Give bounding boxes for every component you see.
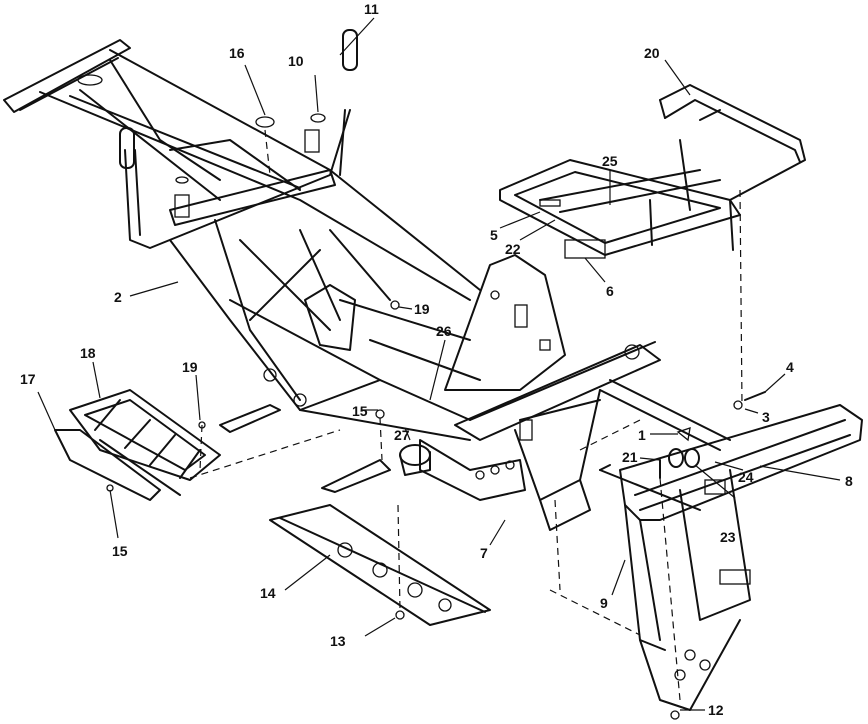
callout-20: 20 <box>644 45 660 61</box>
callout-7: 7 <box>480 545 488 561</box>
callout-6: 6 <box>606 283 614 299</box>
callout-2: 2 <box>114 289 122 305</box>
bolt-19-frame <box>390 300 400 310</box>
callout-26: 26 <box>436 323 452 339</box>
callout-23: 23 <box>720 529 736 545</box>
main-frame <box>3 39 731 531</box>
callout-24: 24 <box>738 469 754 485</box>
callout-17: 17 <box>20 371 36 387</box>
callout-11: 11 <box>364 1 379 17</box>
assembly-lines <box>189 129 743 701</box>
callout-15-frame: 15 <box>352 403 368 419</box>
callout-19-footrest: 19 <box>182 359 198 375</box>
callout-25: 25 <box>602 153 618 169</box>
callout-labels: 1 2 3 4 5 6 7 8 9 10 11 12 13 14 15 15 1… <box>20 1 853 718</box>
callout-10: 10 <box>288 53 304 69</box>
callout-14: 14 <box>260 585 276 601</box>
callout-12: 12 <box>708 702 724 718</box>
callout-4: 4 <box>786 359 794 375</box>
callout-19-frame: 19 <box>414 301 430 317</box>
callout-15-footrest: 15 <box>112 543 128 559</box>
bolt-15-frame <box>375 409 385 419</box>
callout-27: 27 <box>394 427 410 443</box>
grab-handle-assembly <box>119 29 358 249</box>
skid-plate <box>269 504 491 626</box>
nut-1 <box>676 427 691 442</box>
footrest-assembly <box>54 389 221 501</box>
callout-1: 1 <box>638 427 646 443</box>
callout-13: 13 <box>330 633 346 649</box>
callout-16: 16 <box>229 45 245 61</box>
callout-9: 9 <box>600 595 608 611</box>
leader-lines <box>37 17 841 711</box>
rear-rack <box>499 84 806 259</box>
bolt-13 <box>395 610 405 620</box>
bolt-4 <box>744 391 766 401</box>
callout-3: 3 <box>762 409 770 425</box>
washer-23 <box>668 448 684 468</box>
bolt-12 <box>670 710 680 720</box>
callout-8: 8 <box>845 473 853 489</box>
callout-21: 21 <box>622 449 638 465</box>
washer-3 <box>733 400 743 410</box>
washer-24 <box>684 448 700 468</box>
front-bumper <box>619 404 863 711</box>
callout-5: 5 <box>490 227 498 243</box>
callout-18: 18 <box>80 345 96 361</box>
callout-22: 22 <box>505 241 521 257</box>
